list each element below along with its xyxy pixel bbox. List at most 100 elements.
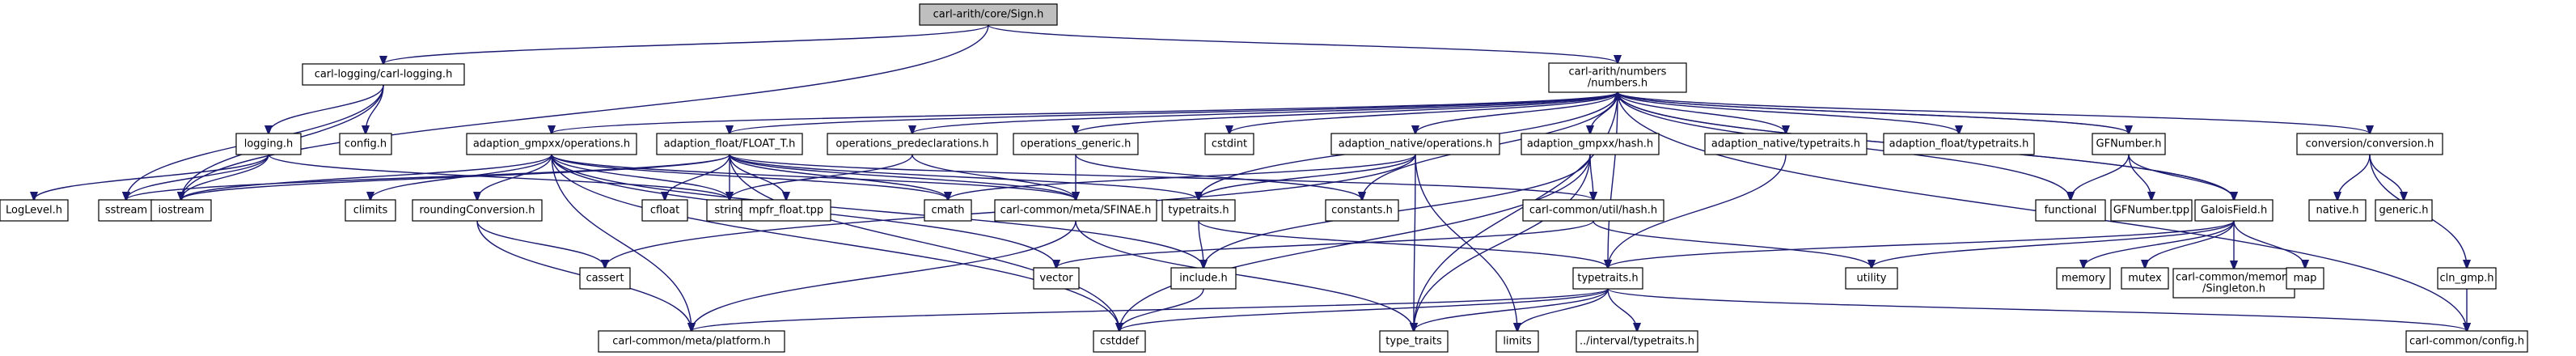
node-climits: climits [345,199,396,222]
node-label: typetraits.h [1577,273,1638,285]
edge-typetraits2-to-carlconfig [1607,288,2467,331]
node-nativeh[interactable]: native.h [2308,199,2367,222]
node-box [827,133,998,155]
edge-logging-to-sstream [126,154,269,200]
edge-typetraitsH-to-typetraits2 [1198,220,1608,268]
node-label: cln_gmp.h [2439,273,2494,285]
node-label: adaption_gmpxx/hash.h [1527,138,1653,150]
node-box [1013,133,1139,155]
node-box [2121,267,2169,290]
node-clngmp[interactable]: cln_gmp.h [2437,267,2497,290]
node-label: carl-common/meta/SFINAE.h [1000,205,1152,217]
node-label: carl-common/config.h [2409,336,2524,348]
node-iostream: iostream [150,199,212,222]
node-box [2110,199,2193,222]
node-numbers[interactable]: carl-arith/numbers/numbers.h [1548,62,1687,93]
edge-floatt-to-cmath [729,154,948,200]
edge-floatt-to-typetraitsH [729,154,1199,200]
node-map: map [2286,267,2324,290]
node-label: map [2294,273,2317,285]
node-gmphash[interactable]: adaption_gmpxx/hash.h [1521,133,1660,155]
node-platform[interactable]: carl-common/meta/platform.h [598,330,785,353]
edge-galois-to-map [2233,220,2305,268]
node-rounding[interactable]: roundingConversion.h [412,199,543,222]
node-gfnumber[interactable]: GFNumber.h [2092,133,2166,155]
edge-sfinae-to-platform [692,220,1077,331]
edge-sign-to-iostream [181,24,989,200]
edge-galois-to-mutex [2145,220,2235,268]
node-label: functional [2045,205,2097,217]
node-box [1379,330,1449,353]
node-cfloat: cfloat [641,199,688,222]
edge-gmphash-to-utilhash [1590,154,1593,200]
edge-typetraits2-to-intervaltt [1607,288,1637,331]
node-label: carl-common/util/hash.h [1529,205,1657,217]
node-box [302,63,465,86]
edge-gmpops-to-string [551,154,730,200]
node-label: conversion/conversion.h [2306,138,2434,150]
node-singleton[interactable]: carl-common/memory/Singleton.h [2172,268,2295,299]
node-galois[interactable]: GaloisField.h [2194,199,2274,222]
edge-utilhash-to-vector [1056,220,1594,268]
node-opspre[interactable]: operations_predeclarations.h [827,133,998,155]
edge-natops-to-limits [1415,154,1517,331]
node-label: adaption_float/typetraits.h [1889,138,2029,150]
node-gmpops[interactable]: adaption_gmpxx/operations.h [466,133,637,155]
node-utilhash[interactable]: carl-common/util/hash.h [1522,199,1664,222]
edge-gmphash-to-typetraitsstd [1414,154,1591,331]
node-intervaltt[interactable]: ../interval/typetraits.h [1576,330,1698,353]
node-carllogging[interactable]: carl-logging/carl-logging.h [302,63,465,86]
node-label: utility [1857,273,1887,285]
node-box [0,199,69,222]
edge-opspre-to-string [730,154,913,200]
node-label: cfloat [650,205,679,217]
node-label: roundingConversion.h [419,205,535,217]
node-floattt[interactable]: adaption_float/typetraits.h [1883,133,2035,155]
node-natops[interactable]: adaption_native/operations.h [1330,133,1500,155]
edge-galois-to-memory [2083,220,2235,268]
node-gfnumbertpp[interactable]: GFNumber.tpp [2110,199,2193,222]
node-label: climits [353,205,388,217]
node-loglevel[interactable]: LogLevel.h [0,199,69,222]
node-generich[interactable]: generic.h [2375,199,2433,222]
node-box [1576,330,1698,353]
node-logging[interactable]: logging.h [235,133,302,155]
node-opsgen[interactable]: operations_generic.h [1013,133,1139,155]
node-floatt[interactable]: adaption_float/FLOAT_T.h [656,133,803,155]
node-label: cmath [931,205,964,217]
node-label: LogLevel.h [6,205,62,217]
node-mutex: mutex [2121,267,2169,290]
node-box [1330,133,1500,155]
node-box [2405,330,2528,353]
node-cassert: cassert [579,267,631,290]
node-include[interactable]: include.h [1170,267,1237,290]
node-box [98,199,154,222]
node-typetraits2[interactable]: typetraits.h [1572,267,1643,290]
edge-natops-to-cmath [948,154,1416,200]
node-sign[interactable]: carl-arith/core/Sign.h [919,3,1058,26]
nodes-layer: carl-arith/core/Sign.h carl-logging/carl-… [0,3,2528,353]
node-nattt[interactable]: adaption_native/typetraits.h [1704,133,1867,155]
node-configh[interactable]: config.h [339,133,392,155]
node-box [598,330,785,353]
edge-galois-to-typetraits2 [1608,220,2235,268]
node-sfinae[interactable]: carl-common/meta/SFINAE.h [994,199,1157,222]
node-typetraitsH[interactable]: typetraits.h [1161,199,1236,222]
node-label: logging.h [244,138,294,150]
edge-numbers-to-conversion [1617,91,2370,134]
node-mpfrfloat[interactable]: mpfr_float.tpp [741,199,831,222]
edge-numbers-to-gmpops [552,91,1618,134]
edge-numbers-to-opspre [912,91,1618,134]
node-limits: limits [1495,330,1539,353]
node-label: operations_generic.h [1021,138,1131,150]
edge-natops-to-typetraitsstd [1414,154,1415,331]
node-conversion[interactable]: conversion/conversion.h [2296,133,2443,155]
node-label: cassert [586,273,624,285]
edge-numbers-to-cstdint [1229,91,1618,134]
edge-galois-to-utility [1872,220,2235,268]
node-label: type_traits [1385,336,1442,348]
node-constants[interactable]: constants.h [1325,199,1399,222]
edge-carllogging-to-logging [269,84,384,134]
edge-gmpops-to-sfinae [551,154,1076,200]
node-carlconfig[interactable]: carl-common/config.h [2405,330,2528,353]
